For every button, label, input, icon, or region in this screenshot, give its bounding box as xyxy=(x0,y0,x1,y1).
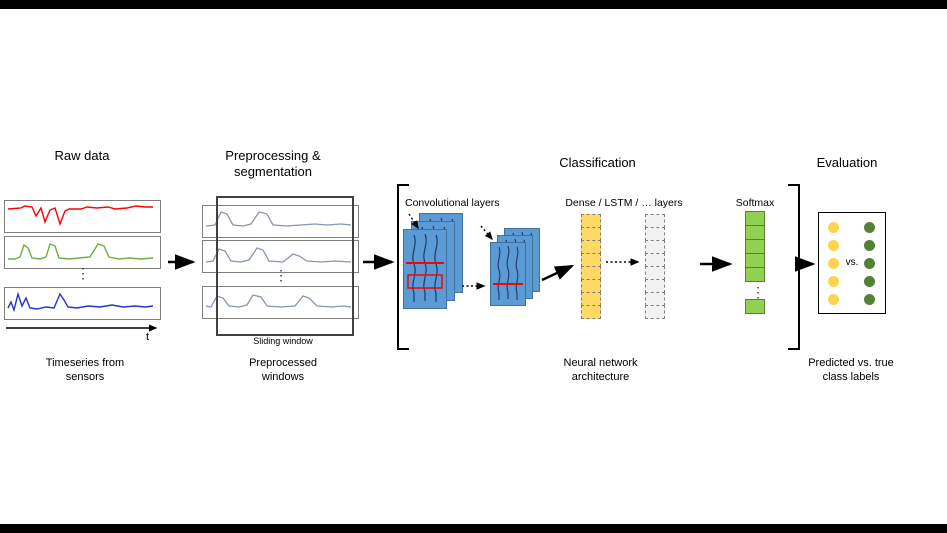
preprocessed-signal-3 xyxy=(205,294,352,308)
raw-signal-box-1 xyxy=(4,200,161,233)
softmax-cell xyxy=(745,211,765,226)
hidden-cell xyxy=(645,305,665,319)
softmax-cell xyxy=(745,239,765,254)
raw-signal-box-3 xyxy=(4,287,161,320)
sliding-window-label: Sliding window xyxy=(253,336,313,346)
raw-signal-box-2 xyxy=(4,236,161,269)
true-label-dot xyxy=(864,240,875,251)
dense-layer-column xyxy=(581,214,601,319)
softmax-cell xyxy=(745,225,765,240)
evaluation-title: Evaluation xyxy=(816,155,878,170)
dense-lstm-label: Dense / LSTM / … layers xyxy=(565,197,683,209)
hidden-cell xyxy=(645,279,665,293)
preprocessed-box-2 xyxy=(202,240,359,273)
softmax-vertical-ellipsis: ⋮ xyxy=(751,284,765,300)
hidden-cell xyxy=(645,240,665,254)
conv-wave-texture-with-kernel xyxy=(493,245,523,300)
predicted-label-dot xyxy=(828,258,839,269)
hidden-cell xyxy=(645,227,665,241)
conv-wave-texture-with-kernel xyxy=(406,233,444,302)
preprocessed-signal-1 xyxy=(205,211,352,227)
softmax-label: Softmax xyxy=(735,197,775,209)
classification-title: Classification xyxy=(559,155,636,170)
time-axis-label: t xyxy=(146,331,150,343)
preprocessed-box-1 xyxy=(202,205,359,238)
hidden-layer-column xyxy=(645,214,665,319)
dense-cell xyxy=(581,266,601,280)
softmax-cell-last xyxy=(745,299,765,314)
predicted-label-dot xyxy=(828,294,839,305)
conv2-feature-map-front xyxy=(490,242,526,306)
true-label-dot xyxy=(864,258,875,269)
conv-feature-map-front xyxy=(403,229,447,309)
preprocessed-signal-2 xyxy=(205,247,352,263)
softmax-column xyxy=(745,211,765,282)
true-label-dot xyxy=(864,276,875,287)
softmax-cell xyxy=(745,267,765,282)
true-label-dot xyxy=(864,294,875,305)
hidden-cell xyxy=(645,292,665,306)
dense-cell xyxy=(581,279,601,293)
predicted-label-dot xyxy=(828,276,839,287)
preprocessed-vertical-ellipsis: ⋮ xyxy=(274,267,288,283)
left-bracket xyxy=(397,184,409,350)
preprocessed-caption: Preprocessed windows xyxy=(249,357,317,384)
dense-cell xyxy=(581,214,601,228)
raw-signal-red xyxy=(7,205,153,227)
evaluation-caption: Predicted vs. true class labels xyxy=(808,357,894,384)
dense-cell xyxy=(581,292,601,306)
raw-data-title: Raw data xyxy=(54,148,110,163)
conv-kernel-rect xyxy=(407,274,443,289)
dense-cell xyxy=(581,227,601,241)
conv-layers-label: Convolutional layers xyxy=(405,197,500,209)
hidden-cell xyxy=(645,253,665,267)
sliding-window-frame xyxy=(216,196,354,336)
hidden-cell xyxy=(645,214,665,228)
nn-architecture-caption: Neural network architecture xyxy=(563,357,638,384)
top-border-bar xyxy=(0,0,947,9)
dense-cell xyxy=(581,305,601,319)
dense-cell xyxy=(581,253,601,267)
preprocessed-box-3 xyxy=(202,286,359,319)
true-label-dot xyxy=(864,222,875,233)
dotted-arrow-into-conv2 xyxy=(480,225,493,241)
vs-label: vs. xyxy=(845,257,859,268)
arrow-conv-to-dense xyxy=(541,264,575,282)
raw-vertical-ellipsis: ⋮ xyxy=(76,265,90,281)
softmax-cell xyxy=(745,253,765,268)
raw-signal-green xyxy=(8,243,154,260)
predicted-label-dot xyxy=(828,240,839,251)
bottom-border-bar xyxy=(0,524,947,533)
right-bracket xyxy=(788,184,800,350)
raw-signal-blue xyxy=(7,291,154,313)
raw-caption: Timeseries from sensors xyxy=(45,357,125,384)
dense-cell xyxy=(581,240,601,254)
predicted-label-dot xyxy=(828,222,839,233)
preprocessing-title: Preprocessing & segmentation xyxy=(225,148,321,180)
hidden-cell xyxy=(645,266,665,280)
